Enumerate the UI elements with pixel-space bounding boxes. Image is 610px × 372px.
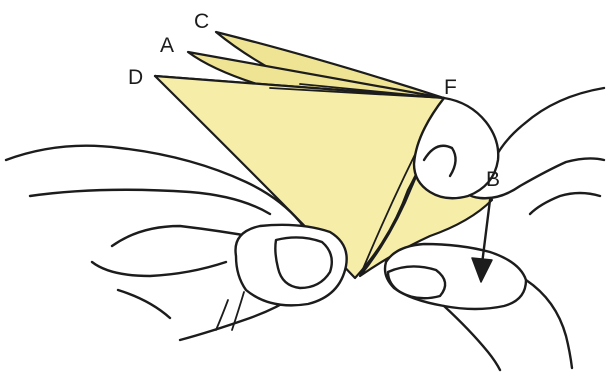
label-a: A [160,34,174,57]
label-c: C [194,10,209,33]
right-hand-wrist-line [530,193,600,214]
label-d: D [128,66,143,89]
label-b: B [486,168,500,191]
right-thumb [385,244,526,309]
label-f: F [444,76,457,99]
right-hand-lower-edge [444,306,500,370]
right-hand-lower [526,280,572,368]
